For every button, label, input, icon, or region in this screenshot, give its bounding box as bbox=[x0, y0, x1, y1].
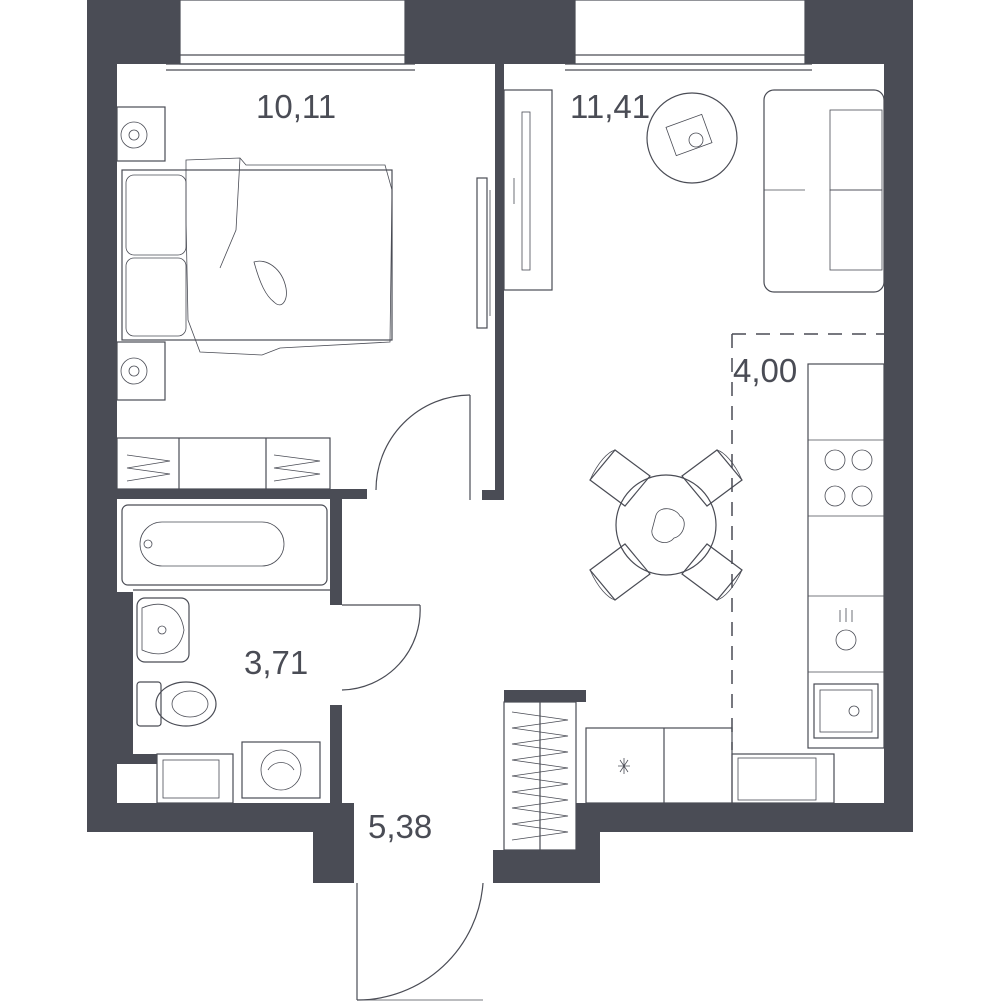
nightstand-bottom bbox=[116, 341, 166, 401]
chair-bottom-left bbox=[589, 543, 651, 601]
living-room-area: 11,41 bbox=[570, 88, 650, 125]
kitchen-zone-boundary bbox=[731, 333, 884, 750]
fridge-cabinet bbox=[731, 753, 835, 804]
bedroom-area: 10,11 bbox=[256, 88, 336, 125]
hall-cabinet bbox=[585, 727, 733, 804]
bathroom-door[interactable] bbox=[341, 604, 421, 691]
hall-wardrobe bbox=[503, 701, 577, 851]
window-living bbox=[565, 0, 812, 71]
toilet-icon bbox=[136, 681, 217, 727]
tv-icon bbox=[503, 89, 553, 291]
bathroom-cabinet bbox=[156, 753, 234, 804]
bathroom-area: 3,71 bbox=[244, 644, 308, 681]
oven-icon bbox=[835, 608, 857, 651]
coffee-table bbox=[646, 92, 738, 184]
kitchen-sink-icon bbox=[813, 683, 879, 739]
entrance-door[interactable] bbox=[356, 882, 484, 1001]
chair-bottom-right bbox=[681, 543, 743, 601]
hallway-area: 5,38 bbox=[368, 808, 432, 845]
bathtub-icon bbox=[121, 504, 328, 586]
stove-icon bbox=[824, 449, 873, 507]
dining-table-icon bbox=[589, 449, 743, 601]
bedroom-door[interactable] bbox=[375, 394, 471, 500]
wall-mirror bbox=[476, 177, 491, 329]
sofa-icon bbox=[763, 89, 885, 293]
washbasin-icon bbox=[136, 597, 190, 663]
kitchen-counter bbox=[807, 363, 885, 749]
nightstand-top bbox=[116, 106, 166, 162]
wardrobe-icon bbox=[116, 437, 331, 490]
walls bbox=[87, 0, 913, 883]
kitchen-area: 4,00 bbox=[733, 352, 797, 389]
chair-top-right bbox=[681, 449, 743, 507]
window-bedroom bbox=[166, 0, 415, 71]
washing-machine-icon bbox=[241, 741, 321, 799]
bed-icon bbox=[121, 157, 393, 356]
chair-top-left bbox=[589, 449, 651, 507]
